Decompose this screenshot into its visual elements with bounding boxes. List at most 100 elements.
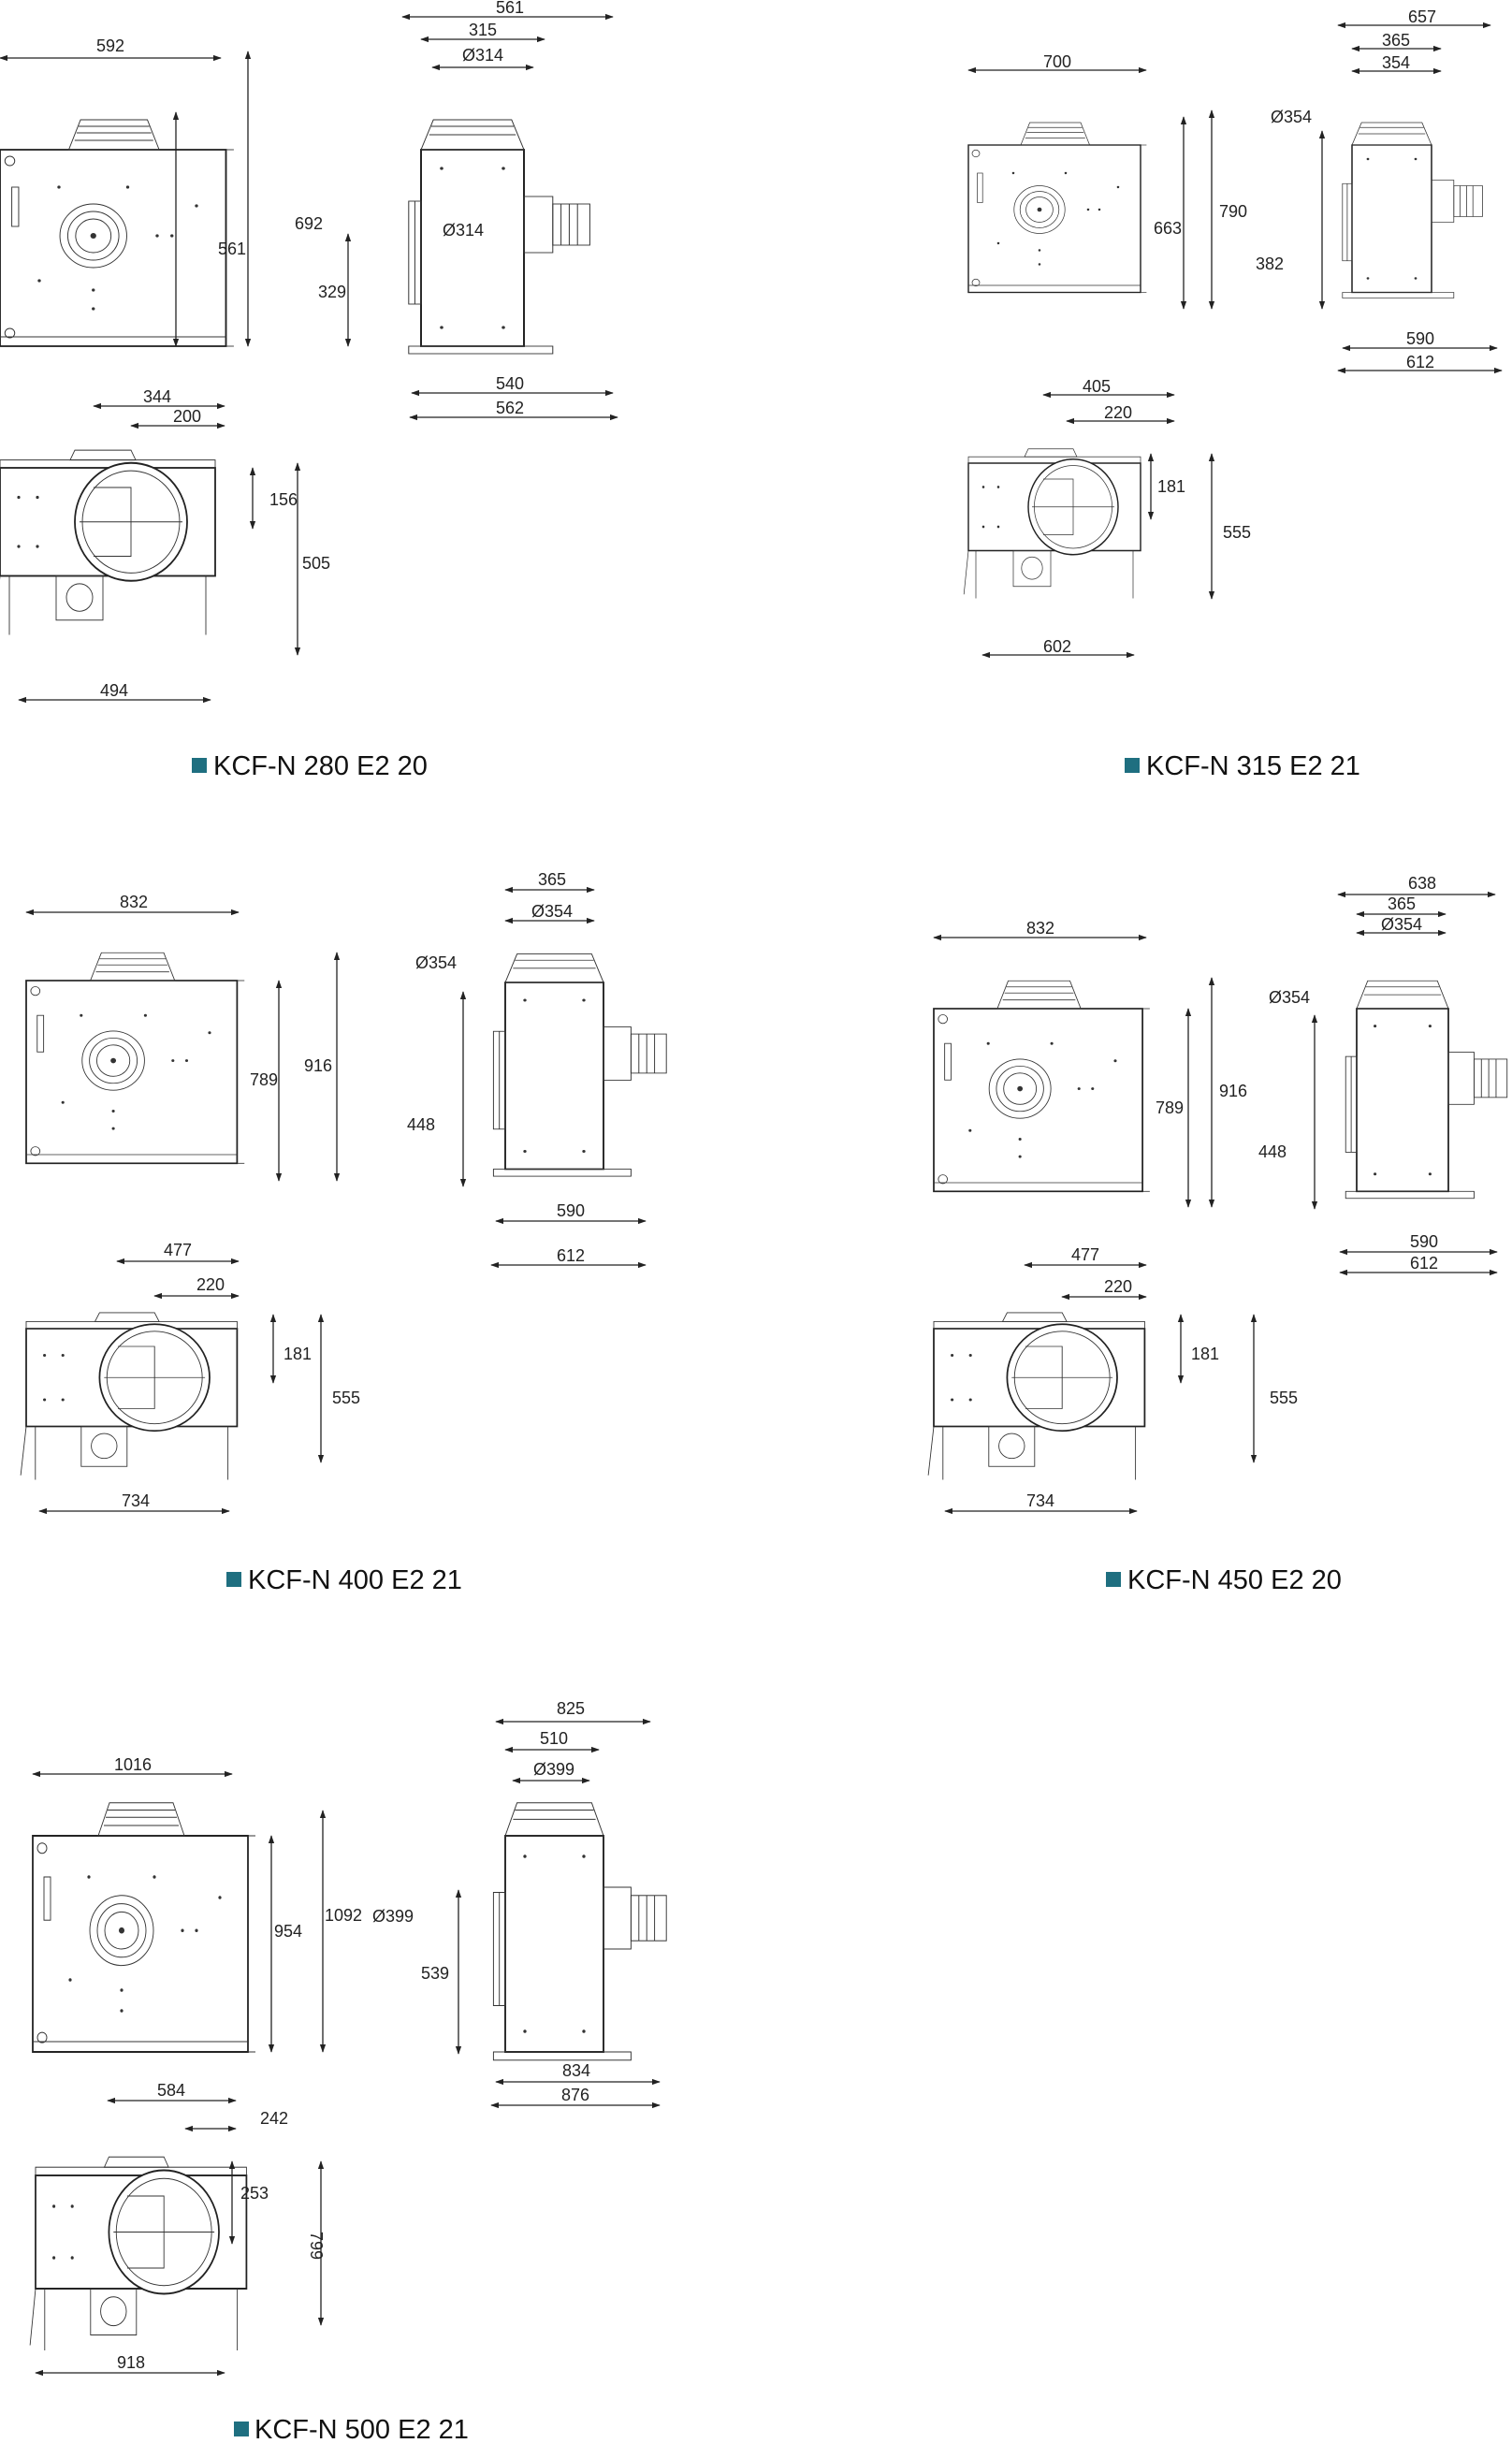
top-view-500 (29, 2156, 248, 2351)
model-marker-icon (226, 1572, 241, 1587)
dim-450-top-outlet: 181 (1191, 1345, 1219, 1363)
dim-315-height-inner: 663 (1154, 219, 1182, 238)
dim-280-top-width: 494 (100, 681, 128, 700)
dim-280-diameter-top: Ø314 (462, 46, 503, 65)
side-view-450 (1345, 980, 1508, 1200)
dim-315-side-flange: 365 (1382, 31, 1410, 50)
dim-400-base-outer: 612 (557, 1246, 585, 1265)
dim-315-inlet-axis: 382 (1256, 255, 1284, 273)
dim-500-diameter-side: Ø399 (372, 1907, 414, 1926)
dim-450-side-total: 638 (1408, 874, 1436, 893)
dim-400-side-flange: 365 (538, 870, 566, 889)
dim-315-side-total: 657 (1408, 7, 1436, 26)
dim-400-diameter-side: Ø354 (415, 953, 457, 972)
model-group-280: 592 561 692 329 561 315 Ø314 Ø314 540 56… (0, 0, 618, 781)
side-view-400 (492, 953, 668, 1178)
front-view-500 (32, 1801, 256, 2053)
dim-450-inlet-axis: 448 (1258, 1142, 1287, 1161)
model-caption-400: KCF-N 400 E2 21 (248, 1565, 462, 1595)
dim-315-diameter-side: Ø354 (1271, 108, 1312, 126)
dim-450-base-outer: 612 (1410, 1254, 1438, 1273)
dim-400-top-depth: 555 (332, 1389, 360, 1407)
model-caption-280: KCF-N 280 E2 20 (213, 751, 428, 781)
dim-450-top-offset: 477 (1071, 1245, 1099, 1264)
side-view-315 (1342, 122, 1484, 299)
dim-280-top-depth: 505 (302, 554, 330, 573)
model-caption-500: KCF-N 500 E2 21 (254, 2415, 469, 2445)
dim-500-base-outer: 876 (561, 2086, 589, 2104)
dim-400-base-inner: 590 (557, 1201, 585, 1220)
dim-400-top-width: 734 (122, 1491, 150, 1510)
front-view-280 (0, 119, 235, 347)
model-marker-icon (1125, 758, 1140, 773)
dim-500-height-inner: 954 (274, 1922, 302, 1941)
dim-400-height-total: 916 (304, 1056, 332, 1075)
dim-500-top-width: 918 (117, 2353, 145, 2372)
dim-280-base-outer: 562 (496, 399, 524, 417)
model-marker-icon (192, 758, 207, 773)
dim-280-diameter-side: Ø314 (443, 221, 484, 240)
dim-450-top-width: 734 (1026, 1491, 1054, 1510)
dim-500-diameter-top: Ø399 (533, 1760, 574, 1779)
front-view-315 (967, 122, 1148, 294)
dim-450-top-offset-inner: 220 (1104, 1277, 1132, 1296)
dim-400-diameter-top: Ø354 (531, 902, 573, 921)
front-view-450 (933, 980, 1151, 1193)
dim-450-height-inner: 789 (1156, 1098, 1184, 1117)
dim-280-base-inner: 540 (496, 374, 524, 393)
model-group-315: 700 663 790 657 365 354 Ø354 382 590 612… (963, 7, 1503, 781)
dim-400-front-width: 832 (120, 893, 148, 911)
dim-315-base-outer: 612 (1406, 353, 1434, 371)
dim-280-height-inner: 561 (218, 240, 246, 258)
dim-280-top-offset-inner: 200 (173, 407, 201, 426)
dim-315-top-width: 602 (1043, 637, 1071, 656)
dim-450-front-width: 832 (1026, 919, 1054, 938)
dim-500-top-outlet: 253 (240, 2184, 269, 2203)
dim-450-side-flange: 365 (1388, 894, 1416, 913)
dim-500-top-offset: 584 (157, 2081, 185, 2100)
dim-400-height-inner: 789 (250, 1070, 278, 1089)
side-view-280 (407, 119, 591, 355)
top-view-315 (963, 447, 1141, 600)
model-caption-450: KCF-N 450 E2 20 (1127, 1565, 1342, 1595)
model-caption-315: KCF-N 315 E2 21 (1146, 751, 1360, 781)
side-view-500 (492, 1801, 668, 2061)
dim-315-top-depth: 555 (1223, 523, 1251, 542)
dim-280-top-offset: 344 (143, 387, 171, 406)
dim-400-top-offset: 477 (164, 1241, 192, 1259)
dim-500-height-total: 1092 (325, 1906, 362, 1925)
dim-450-diameter-side: Ø354 (1269, 988, 1310, 1007)
model-marker-icon (234, 2422, 249, 2436)
dim-500-top-depth: 799 (307, 2232, 326, 2260)
dim-280-side-flange: 315 (469, 21, 497, 39)
dim-315-front-width: 700 (1043, 52, 1071, 71)
model-group-500: 1016 954 1092 825 510 Ø399 Ø399 539 834 … (29, 1699, 668, 2445)
dim-315-top-offset-inner: 220 (1104, 403, 1132, 422)
dim-500-top-offset-inner: 242 (260, 2109, 288, 2128)
model-group-400: 832 789 916 365 Ø354 Ø354 448 590 612 47… (20, 870, 668, 1595)
top-view-280 (0, 449, 216, 636)
dim-500-front-width: 1016 (114, 1755, 152, 1774)
dim-315-top-offset: 405 (1083, 377, 1111, 396)
dim-500-inlet-axis: 539 (421, 1964, 449, 1983)
model-marker-icon (1106, 1572, 1121, 1587)
dim-500-base-inner: 834 (562, 2061, 590, 2080)
dim-280-inlet-axis: 329 (318, 283, 346, 301)
dim-500-side-flange: 510 (540, 1729, 568, 1748)
dim-315-height-total: 790 (1219, 202, 1247, 221)
dim-450-base-inner: 590 (1410, 1232, 1438, 1251)
dim-450-diameter-top: Ø354 (1381, 915, 1422, 934)
dim-315-diameter-top: 354 (1382, 53, 1410, 72)
dim-500-side-total: 825 (557, 1699, 585, 1718)
dim-400-inlet-axis: 448 (407, 1115, 435, 1134)
dim-400-top-outlet: 181 (284, 1345, 312, 1363)
top-view-450 (927, 1312, 1146, 1481)
top-view-400 (20, 1312, 239, 1481)
dim-280-side-total: 561 (496, 0, 524, 17)
dim-450-top-depth: 555 (1270, 1389, 1298, 1407)
model-group-450: 832 789 916 638 365 Ø354 Ø354 448 590 61… (927, 874, 1508, 1595)
dim-280-height-total: 692 (295, 214, 323, 233)
dim-280-top-outlet: 156 (269, 490, 298, 509)
dim-315-top-outlet: 181 (1157, 477, 1185, 496)
